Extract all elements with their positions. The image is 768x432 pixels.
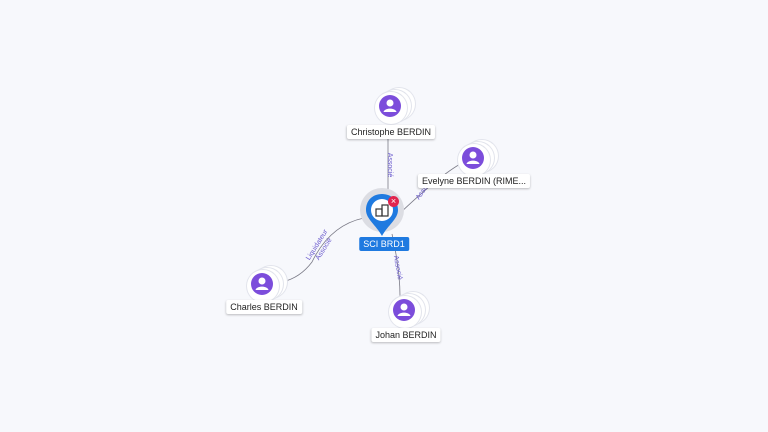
- building-icon: [375, 204, 389, 217]
- edge-label-johan: Associé: [392, 255, 403, 280]
- person-icon: [251, 273, 273, 295]
- close-icon[interactable]: ×: [388, 196, 399, 207]
- person-icon: [393, 299, 415, 321]
- person-icon: [379, 95, 401, 117]
- person-label-johan[interactable]: Johan BERDIN: [371, 328, 441, 342]
- person-label-charles[interactable]: Charles BERDIN: [226, 300, 302, 314]
- person-label-evelyne[interactable]: Evelyne BERDIN (RIME...: [417, 174, 531, 188]
- company-label[interactable]: SCI BRD1: [359, 237, 409, 251]
- person-label-christophe[interactable]: Christophe BERDIN: [346, 125, 436, 139]
- person-icon: [462, 147, 484, 169]
- edge-charles: [281, 217, 365, 283]
- company-node[interactable]: ×: [364, 192, 400, 240]
- edge-evelyne: [397, 162, 463, 216]
- edge-label-christophe: Associé: [386, 153, 393, 178]
